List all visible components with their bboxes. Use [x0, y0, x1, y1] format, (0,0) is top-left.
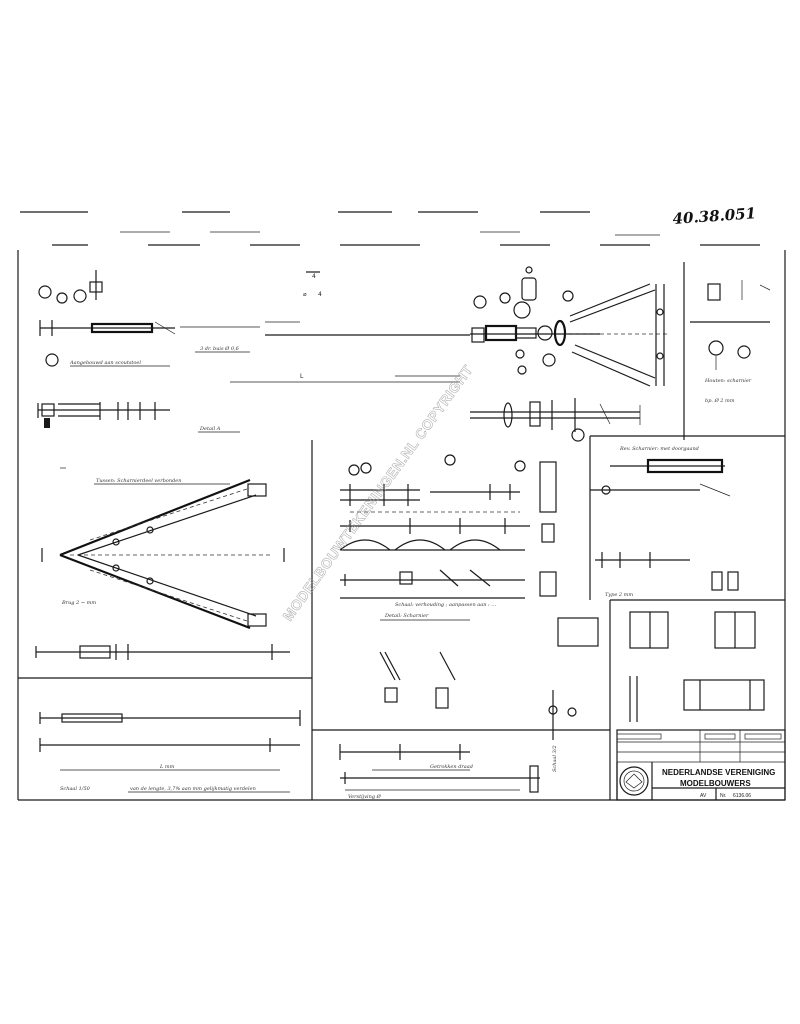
- middle-parts-grid: Schaal: verhouding ; aanpassen aan : ...: [339, 454, 557, 608]
- svg-text:4: 4: [312, 273, 316, 280]
- rod-detail-upper-left: 3 dr. buis Ø 0,6 Aangebouwd aan scoutsto…: [37, 270, 250, 433]
- drawing-number-label: Nr.: [720, 793, 726, 799]
- nvm-emblem-icon: [619, 766, 649, 796]
- diameter-callout: 4 ⌀ 4 L: [180, 271, 470, 383]
- lower-left-rods: L mm Schaal 1/50 van de lengte, 3,7% aan…: [39, 710, 301, 793]
- svg-text:Brug 2 ~ mm: Brug 2 ~ mm: [61, 600, 96, 606]
- frame-separators: [18, 435, 785, 800]
- svg-text:Aangebouwd aan scoutstoel: Aangebouwd aan scoutstoel: [69, 360, 141, 366]
- drawing-reference-number: 40.38.051: [672, 204, 757, 228]
- right-middle-details: Rev. Scharnier: met doorgaand Type 2 mm: [590, 446, 739, 598]
- svg-text:3 dr. buis Ø 0,6: 3 dr. buis Ø 0,6: [200, 345, 240, 352]
- svg-text:bp. Ø 2 mm: bp. Ø 2 mm: [705, 397, 735, 404]
- small-parts-far-right: Houten: scharnier bp. Ø 2 mm: [683, 262, 771, 440]
- svg-text:Type 2 mm: Type 2 mm: [605, 592, 633, 598]
- organization-name: NEDERLANDSE VERENIGING: [662, 768, 775, 777]
- svg-text:L mm: L mm: [159, 764, 175, 770]
- v-frame-assembly: Tussen: Scharnierdeel verbonden Brug 2 ~…: [35, 467, 290, 660]
- svg-text:Getrokken draad: Getrokken draad: [430, 764, 473, 770]
- diameter-symbol: ⌀: [303, 291, 307, 298]
- svg-text:L: L: [300, 373, 304, 380]
- lower-middle-details: Detail: Scharnier Getrokken draad Versti…: [339, 613, 558, 800]
- lower-right-detail-boxes: [548, 611, 765, 740]
- diameter-value: 4: [318, 291, 322, 298]
- svg-text:Schaal 3/2: Schaal 3/2: [552, 745, 558, 772]
- svg-text:Detail A: Detail A: [199, 426, 221, 432]
- svg-text:Tussen: Scharnierdeel verbonde: Tussen: Scharnierdeel verbonden: [96, 478, 181, 484]
- pivot-mechanism-upper-right: [470, 266, 720, 442]
- svg-text:Detail: Scharnier: Detail: Scharnier: [384, 613, 429, 619]
- svg-text:van de lengte, 3,7% aan mm gel: van de lengte, 3,7% aan mm gelijkmatig v…: [130, 786, 256, 792]
- copyright-watermark: MODELBOUWTEKENINGEN.NL COPYRIGHT: [279, 362, 475, 624]
- svg-text:Schaal: verhouding ; aanpassen: Schaal: verhouding ; aanpassen aan : ...: [395, 602, 496, 608]
- sheet-code: AV: [700, 793, 707, 799]
- title-block: NEDERLANDSE VERENIGING MODELBOUWERS AV N…: [616, 729, 786, 801]
- svg-text:Verstijving Ø: Verstijving Ø: [348, 793, 382, 800]
- sheet-border: [17, 211, 786, 801]
- svg-text:Houten: scharnier: Houten: scharnier: [704, 378, 752, 384]
- svg-text:Rev. Scharnier: met doorgaand: Rev. Scharnier: met doorgaand: [619, 446, 699, 452]
- svg-text:Schaal 1/50: Schaal 1/50: [60, 786, 91, 792]
- organization-subname: MODELBOUWERS: [680, 779, 751, 788]
- drawing-number: 6136.06: [733, 793, 751, 799]
